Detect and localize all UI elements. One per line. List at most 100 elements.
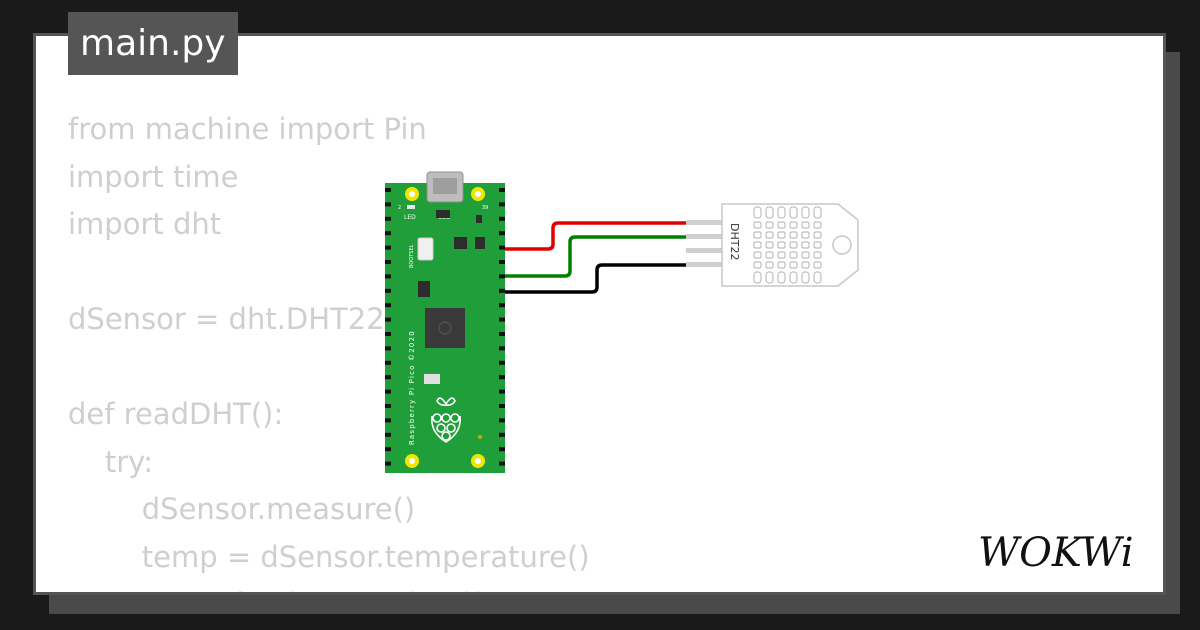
pin[interactable] (499, 317, 505, 322)
pin[interactable] (385, 346, 391, 351)
pico-board[interactable]: LED USB 2 39 BOOTSEL Raspberry Pi Pico ©… (385, 171, 505, 473)
rp2040-logo-icon (438, 321, 452, 335)
pin[interactable] (385, 332, 391, 336)
led (407, 205, 415, 209)
bootsel-label: BOOTSEL (409, 244, 415, 268)
pin[interactable] (385, 418, 391, 423)
bootsel-button[interactable] (417, 237, 434, 261)
pin[interactable] (499, 404, 505, 408)
board-name: Raspberry Pi Pico ©2020 (408, 330, 416, 445)
grille-slot (777, 206, 786, 219)
pin[interactable] (385, 260, 391, 264)
crystal (424, 374, 440, 384)
wokwi-logo-text: WOKWi (978, 530, 1134, 576)
pin[interactable] (499, 260, 505, 264)
grille-cell (753, 231, 762, 239)
wire-gnd[interactable] (492, 263, 690, 294)
file-tab[interactable]: main.py (68, 12, 238, 75)
grille-cell (801, 241, 810, 249)
grille-cell (777, 261, 786, 269)
code-line: from machine import Pin (68, 112, 427, 146)
pin[interactable] (385, 188, 391, 192)
pin[interactable] (385, 202, 391, 207)
chip-small-1 (436, 210, 450, 218)
code-line: dSensor.measure() (68, 492, 416, 526)
pin[interactable] (499, 418, 505, 423)
pin-start-label: 2 (398, 205, 401, 211)
pin[interactable] (385, 231, 391, 236)
pin[interactable] (385, 375, 391, 380)
pin[interactable] (499, 303, 505, 308)
grille-cell (777, 231, 786, 239)
pin[interactable] (499, 461, 505, 466)
pin[interactable] (385, 274, 391, 279)
grille-slot (753, 271, 762, 284)
left-pin-header (385, 188, 391, 466)
pin[interactable] (499, 375, 505, 380)
grille-cell (789, 251, 798, 259)
pin[interactable] (499, 202, 505, 207)
grille-slot (753, 206, 762, 219)
grille-cell (789, 241, 798, 249)
pin[interactable] (385, 404, 391, 408)
right-pin-header (499, 188, 505, 466)
usb-port (433, 178, 457, 194)
grille-slot (801, 271, 810, 284)
wokwi-logo: WOKWi (978, 530, 1134, 576)
chip-small-5 (476, 215, 482, 223)
pin[interactable] (499, 389, 505, 394)
dht22-sensor[interactable]: DHT22 (686, 203, 859, 287)
tp-pad (478, 435, 482, 439)
pin[interactable] (385, 303, 391, 308)
grille-cell (777, 241, 786, 249)
grille-cell (753, 251, 762, 259)
grille-slot (813, 206, 822, 219)
wire-vcc[interactable] (492, 221, 690, 251)
pin[interactable] (385, 389, 391, 394)
pin[interactable] (385, 461, 391, 466)
pin[interactable] (499, 274, 505, 279)
pin[interactable] (499, 231, 505, 236)
grille-cell (765, 231, 774, 239)
pin[interactable] (499, 432, 505, 437)
grille-slot (765, 206, 774, 219)
grille-cell (753, 261, 762, 269)
pin[interactable] (385, 245, 391, 250)
pin[interactable] (385, 288, 391, 293)
grille-cell (813, 221, 822, 229)
pin[interactable] (499, 288, 505, 293)
code-line: import dht (68, 207, 222, 241)
grille-cell (765, 251, 774, 259)
pin[interactable] (385, 216, 391, 221)
sensor-label: DHT22 (728, 223, 741, 260)
wire-data[interactable] (492, 235, 690, 278)
chip-small-3 (475, 237, 485, 249)
grille-cell (801, 231, 810, 239)
grille-cell (789, 261, 798, 269)
pin[interactable] (499, 332, 505, 336)
pin[interactable] (499, 245, 505, 250)
pin[interactable] (385, 317, 391, 322)
grille-cell (813, 241, 822, 249)
grille-cell (801, 261, 810, 269)
pin[interactable] (499, 216, 505, 221)
pin[interactable] (499, 346, 505, 351)
sensor-leads (686, 220, 724, 267)
pin[interactable] (499, 360, 505, 365)
pin-end-label: 39 (482, 205, 488, 211)
rp2040-chip (425, 308, 465, 348)
grille-cell (753, 221, 762, 229)
pin[interactable] (499, 188, 505, 192)
pin[interactable] (385, 360, 391, 365)
pin[interactable] (385, 447, 391, 452)
pin[interactable] (499, 447, 505, 452)
grille-cell (801, 221, 810, 229)
grille-cell (789, 231, 798, 239)
mounting-holes (405, 187, 485, 468)
pin[interactable] (385, 432, 391, 437)
grille-cell (813, 231, 822, 239)
grille-cell (777, 221, 786, 229)
